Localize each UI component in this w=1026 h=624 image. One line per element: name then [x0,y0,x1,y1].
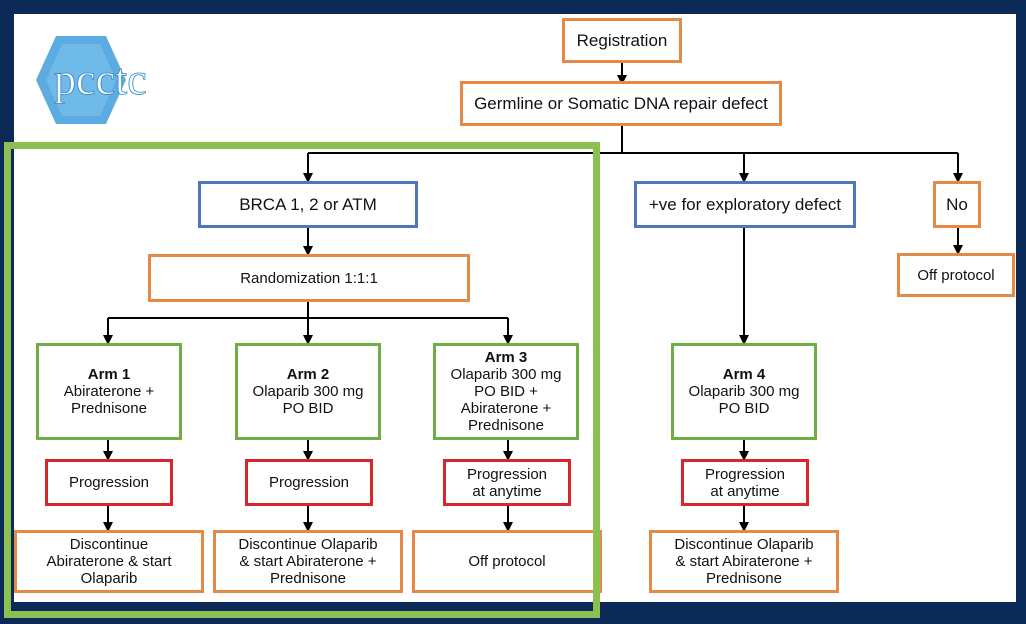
arm3-progression-box: Progression at anytime [443,459,571,506]
arm4-outcome-box: Discontinue Olaparib & start Abiraterone… [649,530,839,593]
randomization-box: Randomization 1:1:1 [148,254,470,302]
registration-box: Registration [562,18,682,63]
off-protocol-no-box: Off protocol [897,253,1015,297]
arm1-description: Abiraterone + Prednisone [63,383,155,417]
arm4-progression-box: Progression at anytime [681,459,809,506]
arm2-progression-box: Progression [245,459,373,506]
arm3-box: Arm 3 Olaparib 300 mg PO BID + Abiratero… [433,343,579,440]
logo-text: pcctc [54,55,147,104]
arm2-title: Arm 2 [286,366,330,383]
brca-box: BRCA 1, 2 or ATM [198,181,418,228]
arm3-title: Arm 3 [484,349,528,366]
highlight-frame [4,142,600,618]
arm3-description: Olaparib 300 mg PO BID + Abiraterone + P… [450,366,562,434]
logo-hexagon-inner [46,44,116,116]
arm2-outcome-box: Discontinue Olaparib & start Abiraterone… [213,530,403,593]
arm1-title: Arm 1 [87,366,131,383]
exploratory-defect-box: +ve for exploratory defect [634,181,856,228]
arm4-description: Olaparib 300 mg PO BID [688,383,800,417]
no-box: No [933,181,981,228]
arm4-title: Arm 4 [722,366,766,383]
arm2-description: Olaparib 300 mg PO BID [252,383,364,417]
pcctc-logo: pcctc [36,36,147,124]
arm4-box: Arm 4 Olaparib 300 mg PO BID [671,343,817,440]
arm1-box: Arm 1 Abiraterone + Prednisone [36,343,182,440]
dna-defect-box: Germline or Somatic DNA repair defect [460,81,782,126]
arm3-outcome-box: Off protocol [412,530,602,593]
arm1-progression-box: Progression [45,459,173,506]
arm2-box: Arm 2 Olaparib 300 mg PO BID [235,343,381,440]
arm1-outcome-box: Discontinue Abiraterone & start Olaparib [14,530,204,593]
